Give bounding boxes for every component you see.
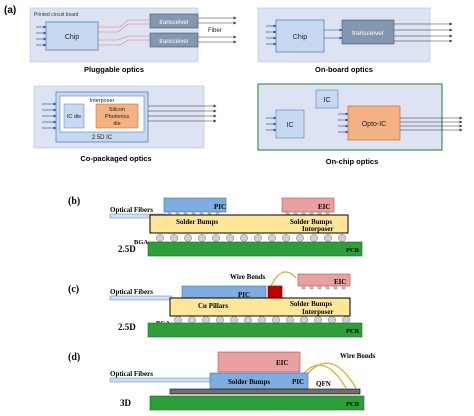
onchip-optics-diagram: IC IC Opto-IC On-chip optics [257, 83, 463, 166]
d-eic-label: EIC [276, 359, 288, 367]
silicon-photonics-die [95, 103, 139, 129]
pluggable-chip [45, 21, 99, 51]
d-pcb [149, 395, 365, 411]
copackaged-fiber-arrows [148, 104, 217, 123]
d-pcb-label: PCB [346, 401, 360, 408]
onchip-ic-top [315, 89, 339, 109]
c-cu-pillars-label: Cu Pillars [198, 302, 228, 310]
d-pic-label: PIC [292, 378, 304, 386]
c-interposer-label: Interposer [302, 308, 334, 316]
d-eic [217, 351, 301, 373]
onboard-chip [275, 19, 325, 53]
panel-d: (d) Optical Fibers EIC Wire Bonds Solder… [68, 351, 376, 411]
onboard-chip-arrows [266, 24, 343, 46]
silicon-photonics-label-2: Photonics [105, 114, 129, 120]
onchip-caption: On-chip optics [326, 157, 379, 166]
chip-arrows-left [36, 25, 47, 47]
b-solder-bumps-left: Solder Bumps [176, 218, 218, 226]
d-optical-fiber [109, 377, 213, 383]
d-qfn-substrate [169, 388, 361, 395]
onchip-ic-left-label: IC [287, 122, 294, 129]
pcb-label: Printed circuit board [34, 12, 79, 18]
onchip-fiber-arrows [400, 116, 463, 132]
pluggable-optics-diagram: Printed circuit board Chip transceiver t… [29, 7, 237, 74]
b-2-5d-label: 2.5D [118, 244, 136, 254]
c-interposer [169, 297, 351, 317]
silicon-photonics-label-1: Silicon [109, 107, 125, 113]
d-qfn-label: QFN [316, 380, 331, 388]
interposer-label: Interposer [90, 98, 115, 104]
fiber-label: Fiber [208, 28, 222, 34]
opto-ic-label: Opto-IC [362, 121, 387, 128]
panel-c-tag: (c) [68, 284, 79, 295]
copackaged-optics-diagram: Interposer IC die Silicon Photonics die … [33, 85, 217, 163]
d-3d-label: 3D [120, 398, 132, 408]
pluggable-caption: Pluggable optics [84, 65, 144, 74]
ic-die-label: IC die [67, 114, 81, 120]
c-wire-bonds-label: Wire Bonds [230, 273, 266, 281]
b-solder-bumps-right: Solder Bumps [290, 218, 332, 226]
fiber-arrows [198, 16, 237, 44]
onboard-transceiver [341, 19, 395, 45]
b-eic [281, 197, 335, 213]
onboard-fiber-arrows [394, 22, 453, 43]
c-micro-bumps [301, 285, 346, 290]
c-wire-bond [269, 271, 297, 289]
b-bga-label: BGA [134, 239, 148, 246]
opto-ic [347, 105, 401, 141]
c-eic [297, 273, 351, 287]
transceiver-bottom-label: transceiver [159, 39, 188, 45]
b-interposer-label: Interposer [302, 225, 334, 233]
c-2-5d-label: 2.5D [118, 322, 136, 332]
transceiver-top [149, 13, 199, 29]
b-eic-label: EIC [318, 203, 330, 211]
c-optical-fiber [109, 295, 173, 301]
silicon-photonics-label-3: die [113, 121, 120, 127]
pcb-traces [98, 19, 150, 46]
ic-die [63, 103, 85, 129]
panel-a-tag: (a) [4, 5, 16, 16]
onchip-ic-top-label: IC [324, 97, 331, 104]
panel-c: (c) Optical Fibers Wire Bonds PIC EIC Cu… [68, 271, 363, 338]
panel-d-tag: (d) [68, 352, 80, 363]
b-pic-label: PIC [214, 203, 226, 211]
d-wire-bonds-label: Wire Bonds [340, 352, 376, 360]
transceiver-bottom [149, 32, 199, 48]
b-pcb-label: PCB [346, 247, 360, 254]
d-solder-bumps-label: Solder Bumps [228, 378, 270, 386]
c-eic-label: EIC [334, 278, 346, 286]
panel-b-tag: (b) [68, 196, 80, 207]
panel-b: (b) Optical Fibers PIC EIC Solder Bumps … [68, 196, 363, 257]
copackaged-arrows [42, 102, 57, 130]
copackaged-caption: Co-packaged optics [80, 154, 151, 163]
package-label: 2.5D IC [92, 135, 113, 141]
d-wire-bond-2 [303, 362, 357, 389]
onboard-transceiver-label: transceiver [352, 30, 385, 37]
c-solder-bumps-label: Solder Bumps [290, 300, 332, 308]
b-bga-balls [156, 234, 346, 242]
c-pcb [147, 322, 363, 338]
onboard-caption: On-board optics [315, 65, 373, 74]
onboard-chip-label: Chip [293, 34, 308, 41]
onchip-arrows [266, 112, 349, 134]
pluggable-chip-label: Chip [65, 34, 80, 41]
b-pcb [147, 241, 363, 257]
onboard-optics-diagram: Chip transceiver On-board optics [257, 7, 453, 74]
c-optical-fibers-label: Optical Fibers [110, 288, 153, 296]
d-optical-fibers-label: Optical Fibers [110, 370, 153, 378]
transceiver-top-label: transceiver [159, 20, 188, 26]
onchip-ic-left [275, 109, 305, 139]
c-bga-balls [174, 316, 350, 324]
c-pic-label: PIC [238, 291, 250, 299]
b-optical-fibers-label: Optical Fibers [110, 206, 153, 214]
c-pcb-label: PCB [346, 328, 360, 335]
b-interposer [149, 214, 349, 234]
